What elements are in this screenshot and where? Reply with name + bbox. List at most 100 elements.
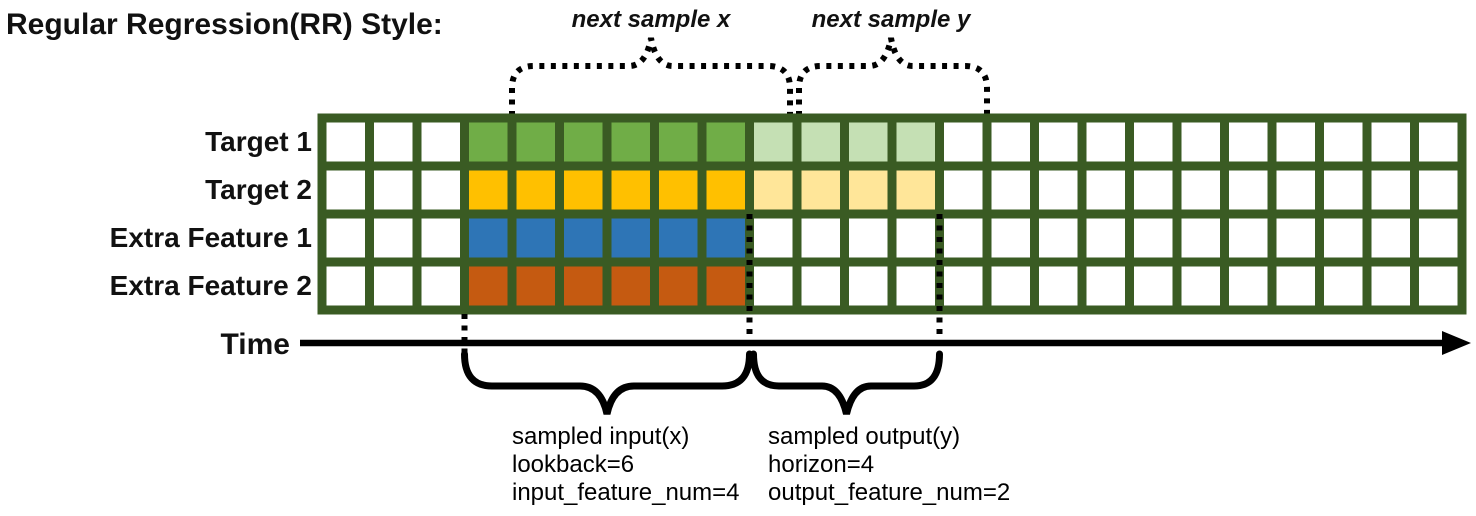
grid-cell [460,113,517,171]
grid-cell [365,257,422,315]
grid-cell [1077,257,1134,315]
grid-cell [650,257,707,315]
grid-cell [887,257,944,315]
grid-cell [1125,209,1182,267]
grid-cell [1267,161,1324,219]
grid-cell [1220,257,1277,315]
row-label: Target 2 [205,174,312,205]
grid-cell [1030,257,1087,315]
grid-cell [412,257,469,315]
grid-cell [317,257,374,315]
grid-cell [1030,113,1087,171]
grid-cell [792,161,849,219]
grid-cell [1125,161,1182,219]
grid-cell [1220,113,1277,171]
page-title: Regular Regression(RR) Style: [6,8,443,41]
grid-cell [602,161,659,219]
grid-cell [602,113,659,171]
grid-cell [982,257,1039,315]
sample-grid [317,113,1467,315]
grid-cell [555,113,612,171]
grid-cell [1077,161,1134,219]
row-label: Extra Feature 1 [110,222,312,253]
grid-cell [1315,113,1372,171]
time-axis-label: Time [221,328,290,361]
grid-cell [982,113,1039,171]
sampled-output-brace [750,350,943,415]
grid-cell [1220,161,1277,219]
grid-cell [1410,209,1467,267]
grid-cell [935,161,992,219]
grid-cell [555,257,612,315]
grid-cell [1172,113,1229,171]
grid-cell [1077,113,1134,171]
grid-cell [887,113,944,171]
grid-cell [1267,209,1324,267]
grid-cell [745,209,802,267]
grid-cell [1410,257,1467,315]
sampled-output-line-1: sampled output(y) [768,423,960,450]
grid-cell [507,161,564,219]
sampled-output-line-2: horizon=4 [768,451,874,478]
next-sample-x-label: next sample x [572,6,732,33]
grid-cell [792,113,849,171]
row-label: Target 1 [205,126,312,157]
grid-cell [792,209,849,267]
grid-cell [840,257,897,315]
grid-cell [650,209,707,267]
grid-cell [555,161,612,219]
grid-cell [1362,209,1419,267]
grid-cell [982,161,1039,219]
grid-cell [935,257,992,315]
sampled-output-line-3: output_feature_num=2 [768,479,1010,506]
grid-cell [1362,257,1419,315]
grid-cell [1315,257,1372,315]
grid-cell [1410,113,1467,171]
grid-cell [1315,209,1372,267]
grid-cell [1172,257,1229,315]
grid-cell [1267,113,1324,171]
grid-cell [982,209,1039,267]
grid-cell [1410,161,1467,219]
grid-cell [697,209,754,267]
sampled-input-brace [461,350,753,415]
grid-cell [507,257,564,315]
grid-cell [507,209,564,267]
grid-cell [1362,113,1419,171]
grid-cell [412,161,469,219]
grid-cell [460,257,517,315]
grid-cell [1030,161,1087,219]
grid-cell [1125,113,1182,171]
time-axis-arrowhead [1442,331,1471,355]
grid-cell [460,161,517,219]
grid-cell [650,113,707,171]
sampled-input-line-3: input_feature_num=4 [512,479,740,506]
grid-cell [887,161,944,219]
grid-cell [650,161,707,219]
grid-cell [1077,209,1134,267]
grid-cell [697,257,754,315]
grid-cell [1362,161,1419,219]
row-label: Extra Feature 2 [110,270,312,301]
sampled-input-line-1: sampled input(x) [512,423,689,450]
grid-cell [602,209,659,267]
grid-cell [365,113,422,171]
grid-cell [840,209,897,267]
grid-cell [697,113,754,171]
grid-cell [1125,257,1182,315]
grid-cell [365,161,422,219]
grid-cell [1315,161,1372,219]
next-sample-y-brace [796,37,990,116]
grid-cell [317,113,374,171]
grid-cell [412,209,469,267]
grid-cell [1030,209,1087,267]
next-sample-x-brace [509,37,793,116]
grid-cell [507,113,564,171]
grid-cell [935,113,992,171]
grid-cell [745,113,802,171]
row-labels: Target 1 Target 2 Extra Feature 1 Extra Fea… [110,126,312,301]
grid-cell [1220,209,1277,267]
grid-cell [555,209,612,267]
grid-cell [935,209,992,267]
